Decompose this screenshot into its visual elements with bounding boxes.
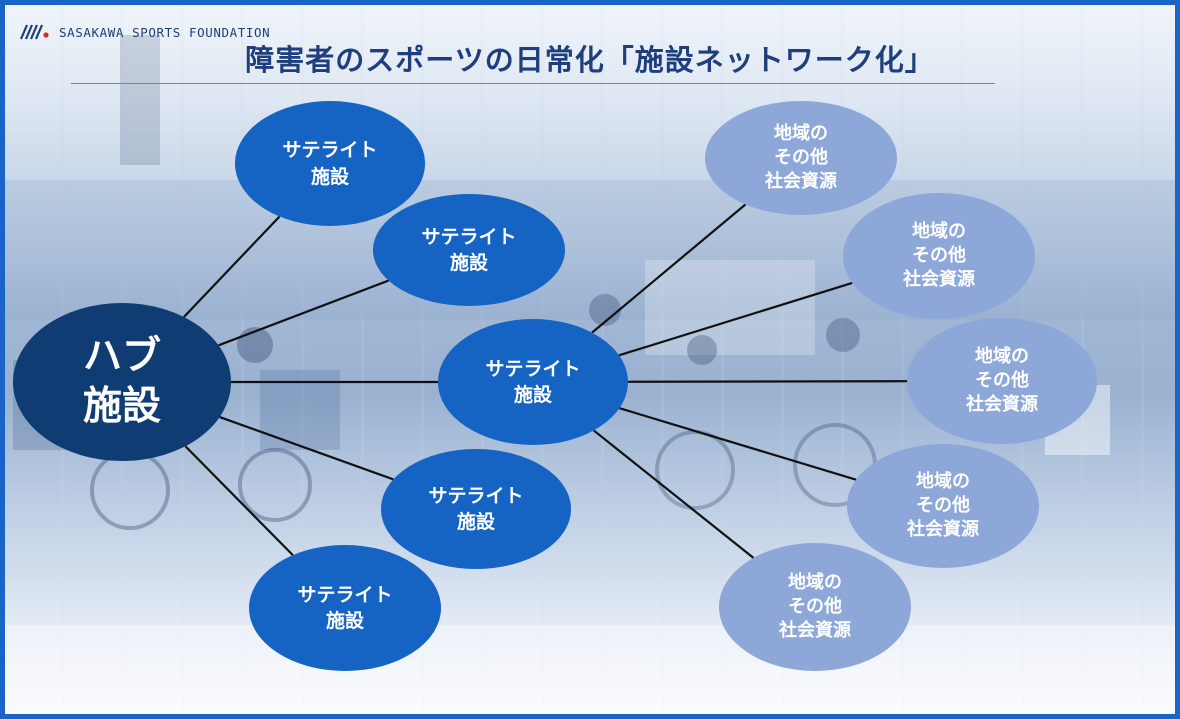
satellite-facility-node: サテライト 施設 — [235, 101, 425, 226]
satellite-facility-label: サテライト 施設 — [485, 357, 581, 406]
network-diagram — [183, 203, 908, 559]
regional-resource-node: 地域の その他 社会資源 — [843, 193, 1035, 319]
satellite-facility-node: サテライト 施設 — [373, 194, 565, 306]
regional-resource-node: 地域の その他 社会資源 — [847, 444, 1039, 568]
regional-resource-label: 地域の その他 社会資源 — [903, 220, 975, 291]
hub-facility-node: ハブ 施設 — [13, 303, 231, 461]
satellite-resource-connector — [619, 407, 857, 481]
hub-satellite-connector — [183, 215, 281, 318]
regional-resource-label: 地域の その他 社会資源 — [779, 571, 851, 642]
satellite-facility-label: サテライト 施設 — [282, 139, 378, 188]
logo-text: SASAKAWA SPORTS FOUNDATION — [59, 24, 271, 40]
satellite-facility-node: サテライト 施設 — [381, 449, 571, 569]
satellite-resource-connector — [618, 281, 853, 357]
regional-resource-label: 地域の その他 社会資源 — [907, 470, 979, 541]
page-title: 障害者のスポーツの日常化「施設ネットワーク化」 — [245, 43, 935, 77]
logo: SASAKAWA SPORTS FOUNDATION — [19, 21, 270, 43]
satellite-facility-label: サテライト 施設 — [421, 225, 517, 274]
hub-satellite-connector — [184, 445, 294, 556]
title-divider — [71, 83, 995, 84]
satellite-resource-connector — [591, 203, 747, 334]
regional-resource-label: 地域の その他 社会資源 — [966, 345, 1038, 416]
regional-resource-node: 地域の その他 社会資源 — [705, 101, 897, 215]
hub-facility-label: ハブ 施設 — [82, 334, 161, 429]
hub-satellite-connector — [219, 416, 394, 481]
hub-satellite-connector — [218, 279, 389, 347]
satellite-facility-node: サテライト 施設 — [249, 545, 441, 671]
satellite-resource-connector — [627, 380, 908, 383]
regional-resource-label: 地域の その他 社会資源 — [765, 122, 837, 193]
satellite-facility-node: サテライト 施設 — [438, 319, 628, 445]
regional-resource-node: 地域の その他 社会資源 — [907, 318, 1097, 444]
satellite-facility-label: サテライト 施設 — [428, 484, 524, 533]
regional-resource-node: 地域の その他 社会資源 — [719, 543, 911, 671]
satellite-facility-label: サテライト 施設 — [297, 583, 393, 632]
satellite-resource-connector — [593, 429, 755, 559]
connector-lines — [183, 203, 908, 559]
sasakawa-logo-icon — [19, 24, 49, 40]
